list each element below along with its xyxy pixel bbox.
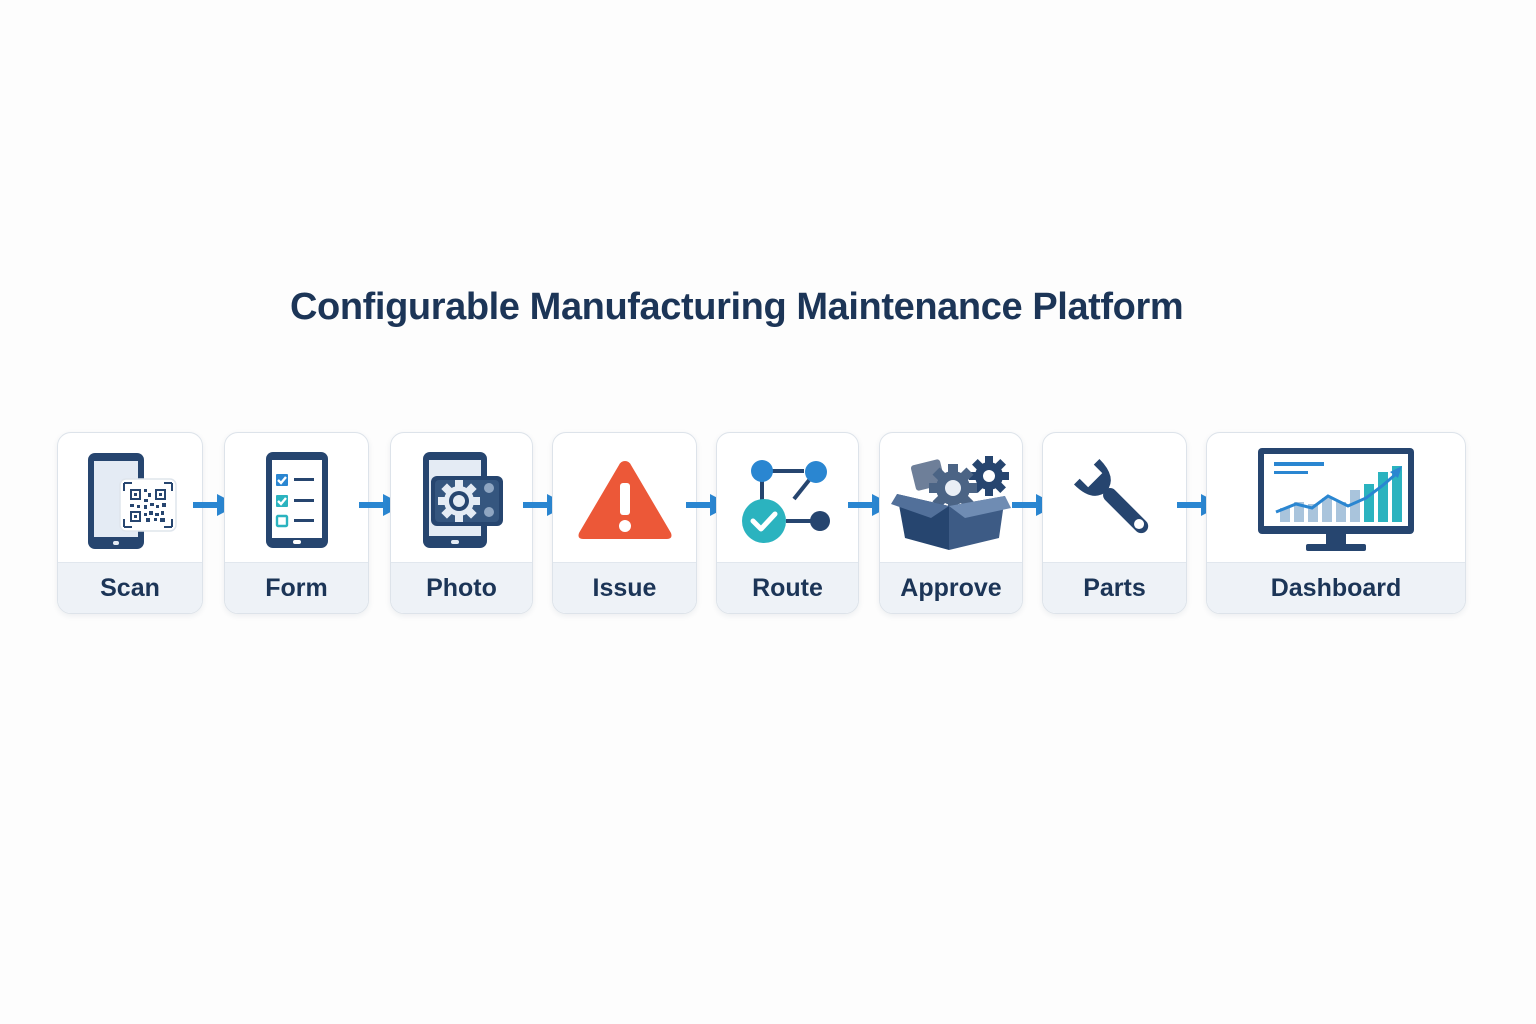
step-card-scan[interactable]: Scan bbox=[57, 432, 203, 614]
page-title: Configurable Manufacturing Maintenance P… bbox=[290, 286, 1184, 328]
step-label-parts: Parts bbox=[1043, 562, 1186, 613]
step-label-issue: Issue bbox=[553, 562, 696, 613]
step-card-approve[interactable]: Approve bbox=[879, 432, 1023, 614]
qr-scan-phone-icon bbox=[58, 433, 202, 567]
step-label-approve: Approve bbox=[880, 562, 1022, 613]
workflow-route-icon bbox=[717, 433, 858, 567]
step-card-form[interactable]: Form bbox=[224, 432, 369, 614]
step-card-parts[interactable]: Parts bbox=[1042, 432, 1187, 614]
step-label-form: Form bbox=[225, 562, 368, 613]
warning-icon bbox=[553, 433, 696, 567]
camera-phone-icon bbox=[391, 433, 532, 567]
wrench-icon bbox=[1043, 433, 1186, 567]
monitor-chart-icon bbox=[1207, 433, 1465, 567]
step-label-photo: Photo bbox=[391, 562, 532, 613]
step-card-photo[interactable]: Photo bbox=[390, 432, 533, 614]
box-gears-icon bbox=[880, 433, 1022, 567]
step-label-scan: Scan bbox=[58, 562, 202, 613]
step-card-dashboard[interactable]: Dashboard bbox=[1206, 432, 1466, 614]
step-label-dashboard: Dashboard bbox=[1207, 562, 1465, 613]
step-label-route: Route bbox=[717, 562, 858, 613]
step-card-route[interactable]: Route bbox=[716, 432, 859, 614]
step-card-issue[interactable]: Issue bbox=[552, 432, 697, 614]
checklist-tablet-icon bbox=[225, 433, 368, 567]
